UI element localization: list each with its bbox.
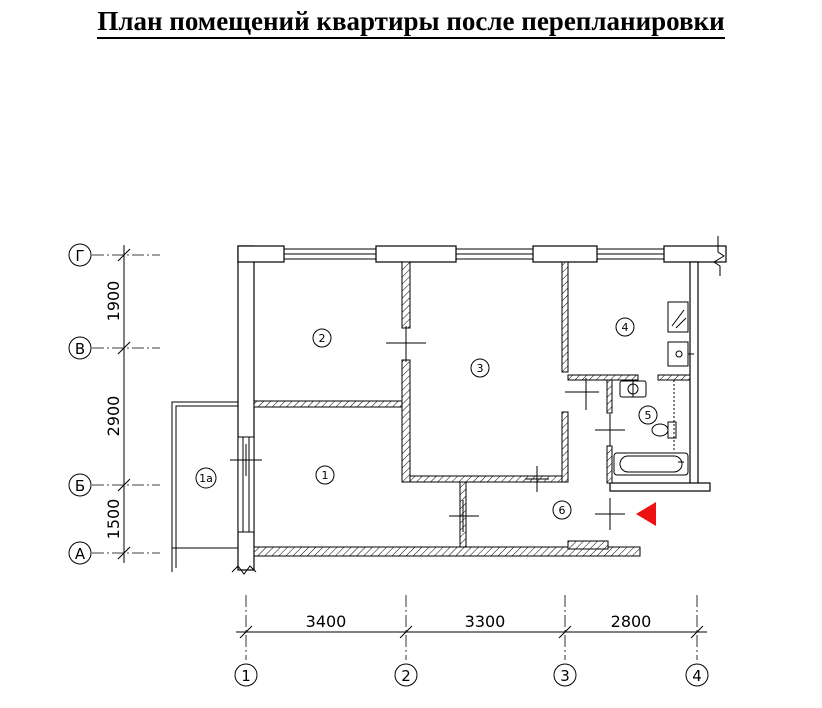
page-title-text: План помещений квартиры после перепланир… [97, 6, 725, 39]
axis-col-4: 4 [692, 667, 702, 685]
stove-icon [667, 301, 689, 333]
kitchen-fixtures [667, 301, 694, 367]
room-label-4: 4 [622, 321, 629, 334]
dim-horizontal-2800: 2800 [611, 612, 652, 631]
bottom-wall [253, 546, 641, 557]
room-label-2: 2 [319, 332, 326, 345]
bottom-wall-step [567, 540, 609, 550]
dim-vertical-2900: 2900 [104, 396, 123, 437]
toilet-icon [651, 423, 669, 437]
column-axis-bubbles [234, 663, 709, 687]
bathroom-fixtures [613, 380, 689, 476]
room-label-1a: 1а [199, 472, 213, 485]
dim-horizontal-3300: 3300 [465, 612, 506, 631]
page-title: План помещений квартиры после перепланир… [0, 4, 822, 39]
door-markers [230, 326, 625, 532]
room-label-3: 3 [477, 362, 484, 375]
axis-col-2: 2 [401, 667, 411, 685]
dim-vertical-1900: 1900 [104, 281, 123, 322]
break-mark-top [713, 236, 725, 276]
entrance-marker-icon [636, 502, 656, 526]
axis-row-v: В [75, 340, 85, 358]
axis-lines [92, 254, 698, 660]
room-label-5: 5 [645, 409, 652, 422]
room-bubbles [195, 317, 658, 520]
axis-row-a: А [75, 545, 86, 563]
room-label-1: 1 [322, 469, 329, 482]
windows-top [284, 248, 664, 260]
horizontal-dimension-chain [236, 625, 707, 639]
balcony-outline [171, 401, 238, 572]
dim-vertical-1500: 1500 [104, 499, 123, 540]
dim-horizontal-3400: 3400 [306, 612, 347, 631]
vertical-dimension-chain [117, 245, 131, 563]
axis-col-3: 3 [560, 667, 570, 685]
break-mark-bottom [231, 565, 257, 575]
axis-row-g: Г [75, 247, 84, 265]
interior-partitions [253, 261, 691, 548]
row-axis-bubbles [68, 243, 92, 565]
axis-row-b: Б [75, 477, 85, 495]
balcony-door [237, 436, 255, 533]
axis-col-1: 1 [241, 667, 251, 685]
room-label-6: 6 [559, 504, 566, 517]
